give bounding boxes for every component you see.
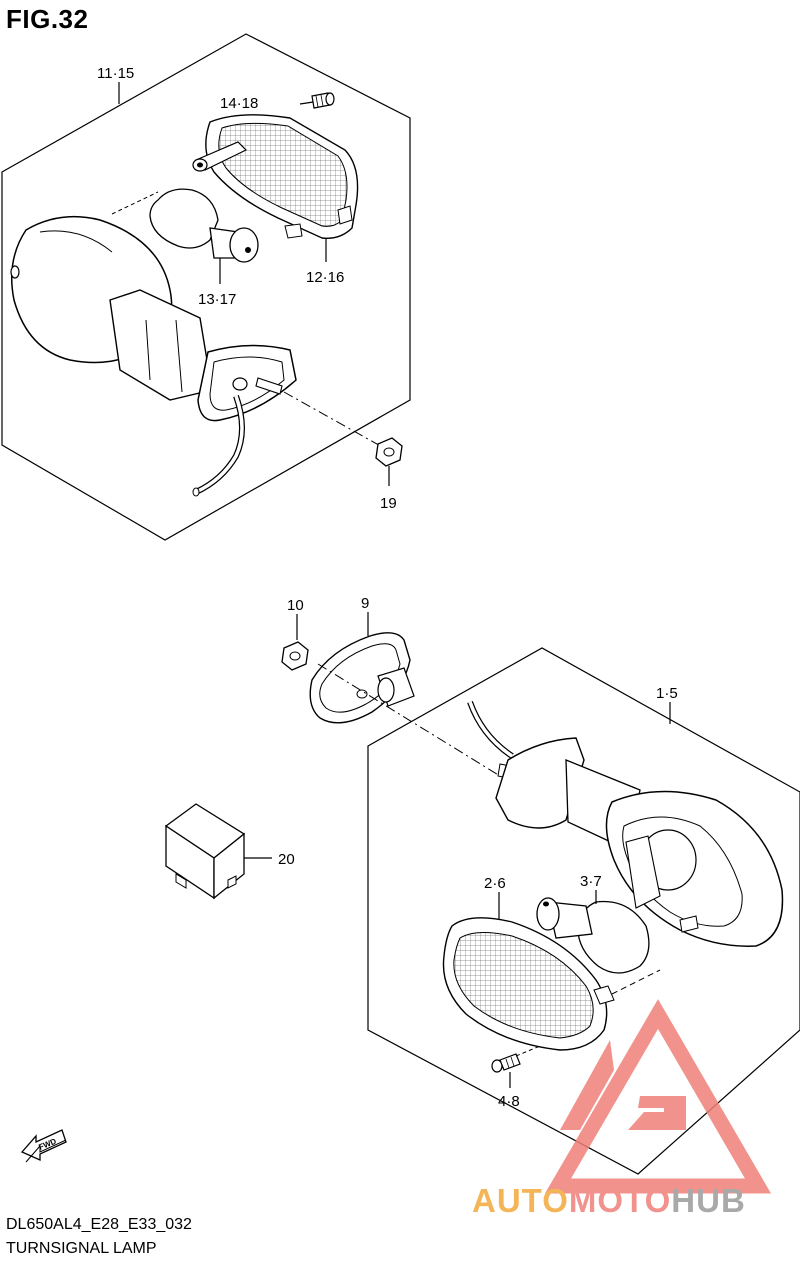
upper-assembly-frame [1,33,411,541]
middle-nut [281,614,309,671]
lower-housing [467,700,784,947]
callout-14-18: 14·18 [220,95,258,112]
callout-10: 10 [287,597,304,614]
callout-9: 9 [361,595,369,612]
upper-lens-screw [299,92,335,109]
figure-title: FIG.32 [6,4,89,34]
watermark-moto: MOTO [569,1182,671,1219]
callout-19: 19 [380,495,397,512]
watermark-text: AUTOMOTOHUB [472,1182,746,1219]
callout-12-16: 12·16 [306,269,344,286]
automotohub-watermark: AUTOMOTOHUB [472,999,772,1219]
callout-13-17: 13·17 [198,291,236,308]
upper-nut [375,437,403,486]
upper-leader-lines [118,82,327,284]
callout-4-8: 4·8 [498,1093,520,1110]
upper-housing [10,215,385,497]
model-code: DL650AL4_E28_E33_032 [6,1216,192,1233]
watermark-auto: AUTO [472,1182,569,1219]
callout-11-15: 11·15 [97,65,134,82]
callout-20: 20 [278,851,295,868]
callout-1-5: 1·5 [656,685,678,702]
lower-lens [442,892,661,1051]
lower-assembly-frame [367,647,800,1175]
watermark-hub: HUB [671,1182,746,1219]
callout-2-6: 2·6 [484,875,506,892]
upper-lens [192,114,359,239]
watermark-triangle-icon [544,999,772,1194]
mount-gasket [309,612,501,777]
lower-bulb [536,890,650,974]
flasher-relay [164,803,272,900]
upper-bulb [111,188,259,263]
figure-name: TURNSIGNAL LAMP [6,1240,157,1257]
lower-lens-screw [491,1045,541,1088]
fwd-arrow-icon: FWD [20,1129,67,1163]
callout-3-7: 3·7 [580,873,602,890]
